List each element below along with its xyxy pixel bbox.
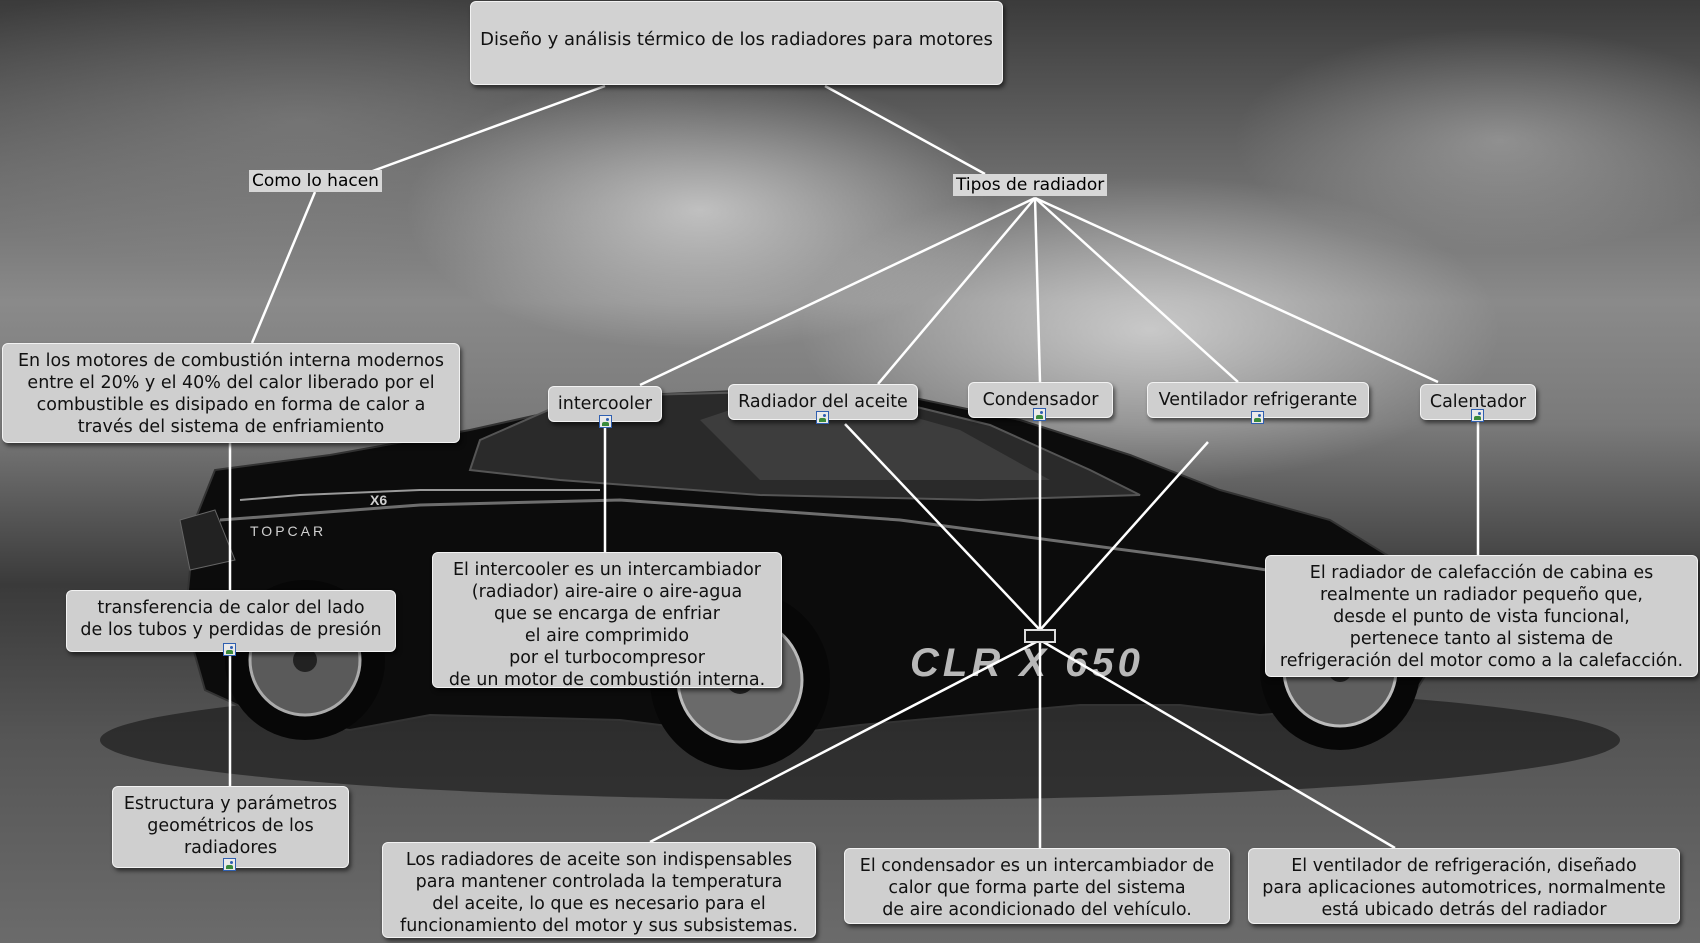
image-attachment-icon[interactable] — [223, 643, 236, 656]
link-tipos-condensador — [1033, 197, 1042, 383]
concept-aceite-desc[interactable]: Los radiadores de aceite son indispensab… — [382, 842, 816, 938]
map-title[interactable]: Diseño y análisis térmico de los radiado… — [470, 1, 1003, 85]
link-tipos-intercooler — [639, 196, 1036, 387]
car-brand-plate: TOPCAR — [250, 523, 326, 539]
trunk-line — [239, 489, 600, 501]
concept-ventilador[interactable]: Ventilador refrigerante — [1147, 382, 1369, 418]
concept-radiador-aceite[interactable]: Radiador del aceite — [728, 384, 918, 420]
image-attachment-icon[interactable] — [223, 858, 236, 871]
link-title-como — [369, 84, 606, 174]
link-label-como-lo-hacen[interactable]: Como lo hacen — [249, 170, 382, 192]
tail-light — [179, 509, 236, 571]
image-attachment-icon[interactable] — [1033, 408, 1046, 421]
link-aceite-hub — [844, 423, 1041, 631]
link-ventilador-hub — [1039, 441, 1209, 631]
image-attachment-icon[interactable] — [1251, 411, 1264, 424]
concept-ventilador-desc[interactable]: El ventilador de refrigeración, diseñado… — [1248, 848, 1680, 924]
concept-intro[interactable]: En los motores de combustión interna mod… — [2, 343, 460, 443]
link-como-intro — [250, 191, 317, 344]
body-highlight — [219, 498, 1401, 592]
concept-transferencia[interactable]: transferencia de calor del lado de los t… — [66, 590, 396, 652]
side-window — [700, 400, 1050, 480]
concept-condensador-desc[interactable]: El condensador es un intercambiador de c… — [844, 848, 1230, 924]
link-hub-aceite-desc — [649, 638, 1041, 844]
concept-estructura[interactable]: Estructura y parámetros geométricos de l… — [112, 786, 349, 868]
car-badge: X6 — [370, 492, 387, 508]
image-attachment-icon[interactable] — [816, 411, 829, 424]
link-label-tipos-de-radiador[interactable]: Tipos de radiador — [953, 174, 1108, 196]
image-attachment-icon[interactable] — [1471, 409, 1484, 422]
link-tipos-aceite — [877, 197, 1036, 385]
image-attachment-icon[interactable] — [599, 415, 612, 428]
link-tipos-calentador — [1034, 196, 1439, 384]
link-tipos-ventilador — [1034, 197, 1239, 383]
link-junction-node[interactable] — [1024, 629, 1056, 643]
link-title-tipos — [824, 84, 986, 176]
concept-intercooler-desc[interactable]: El intercooler es un intercambiador (rad… — [432, 552, 782, 690]
link-hub-ventilador-desc — [1039, 638, 1396, 850]
concept-calentador-desc[interactable]: El radiador de calefacción de cabina es … — [1265, 555, 1698, 677]
